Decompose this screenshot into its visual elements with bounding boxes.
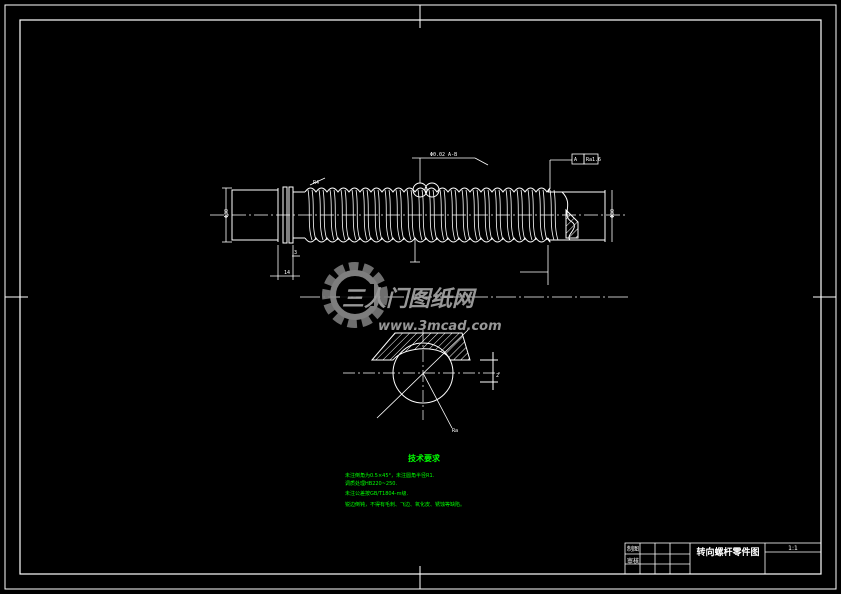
detail-hatch-zone [370,332,471,361]
thread-helix [465,189,471,241]
thread-helix [509,189,515,241]
section-detail-view [343,329,500,429]
thread-bottom-profile [304,237,551,243]
watermark-logo: 三人门图纸网 www.3mcad.com [322,262,502,334]
watermark-brand: 三人门图纸网 [342,286,477,312]
drawing-title: 转向螺杆零件图 [696,546,759,558]
thread-helix [333,189,339,241]
detail-tag: Ra [452,428,458,434]
gdt-note: Φ0.02 A-B [430,152,457,158]
thread-helix [443,189,449,241]
dim-right-diameter: Φ30 [610,209,616,218]
technical-requirements: 技术要求 未注倒角为0.5×45°，未注圆角半径R1. 调质处理HB220~25… [345,453,465,508]
tech-req-heading: 技术要求 [408,453,441,463]
title-row1-label: 制图 [627,545,639,553]
tech-req-line-3: 未注公差按GB/T1804-m级. [345,490,408,497]
dim-small-1: 14 [284,270,290,276]
dimension-lines [222,153,613,285]
section-dim: 2 [496,373,499,379]
datum-label: A [574,157,577,163]
thread-helix [311,189,317,241]
title-block [624,542,822,575]
drawing-scale: 1:1 [788,545,798,552]
thread-helix-lines [307,189,559,241]
title-row2-label: 审核 [627,557,639,565]
watermark-url: www.3mcad.com [378,319,502,334]
gear-icon [322,262,388,328]
thread-helix [421,189,427,241]
thread-top-profile [304,187,551,193]
dim-left-diameter: Φ30 [224,209,230,218]
detail-label: R4 [313,180,319,186]
thread-helix [487,189,493,241]
thread-helix [355,189,361,241]
thread-helix [399,189,405,241]
section-hatch [565,208,579,239]
dim-small-2: 3 [294,250,297,256]
screw-shaft-view [210,182,625,244]
surface-note: Ra1.6 [586,157,601,163]
tech-req-line-4: 锐边倒钝，不得有毛刺、飞边、氧化皮、锈蚀等缺陷。 [345,501,465,508]
thread-helix [553,189,559,241]
tech-req-line-1: 未注倒角为0.5×45°，未注圆角半径R1. [345,472,435,479]
tech-req-line-2: 调质处理HB220~250. [345,480,397,487]
thread-helix [531,189,537,241]
thread-helix [377,189,383,241]
